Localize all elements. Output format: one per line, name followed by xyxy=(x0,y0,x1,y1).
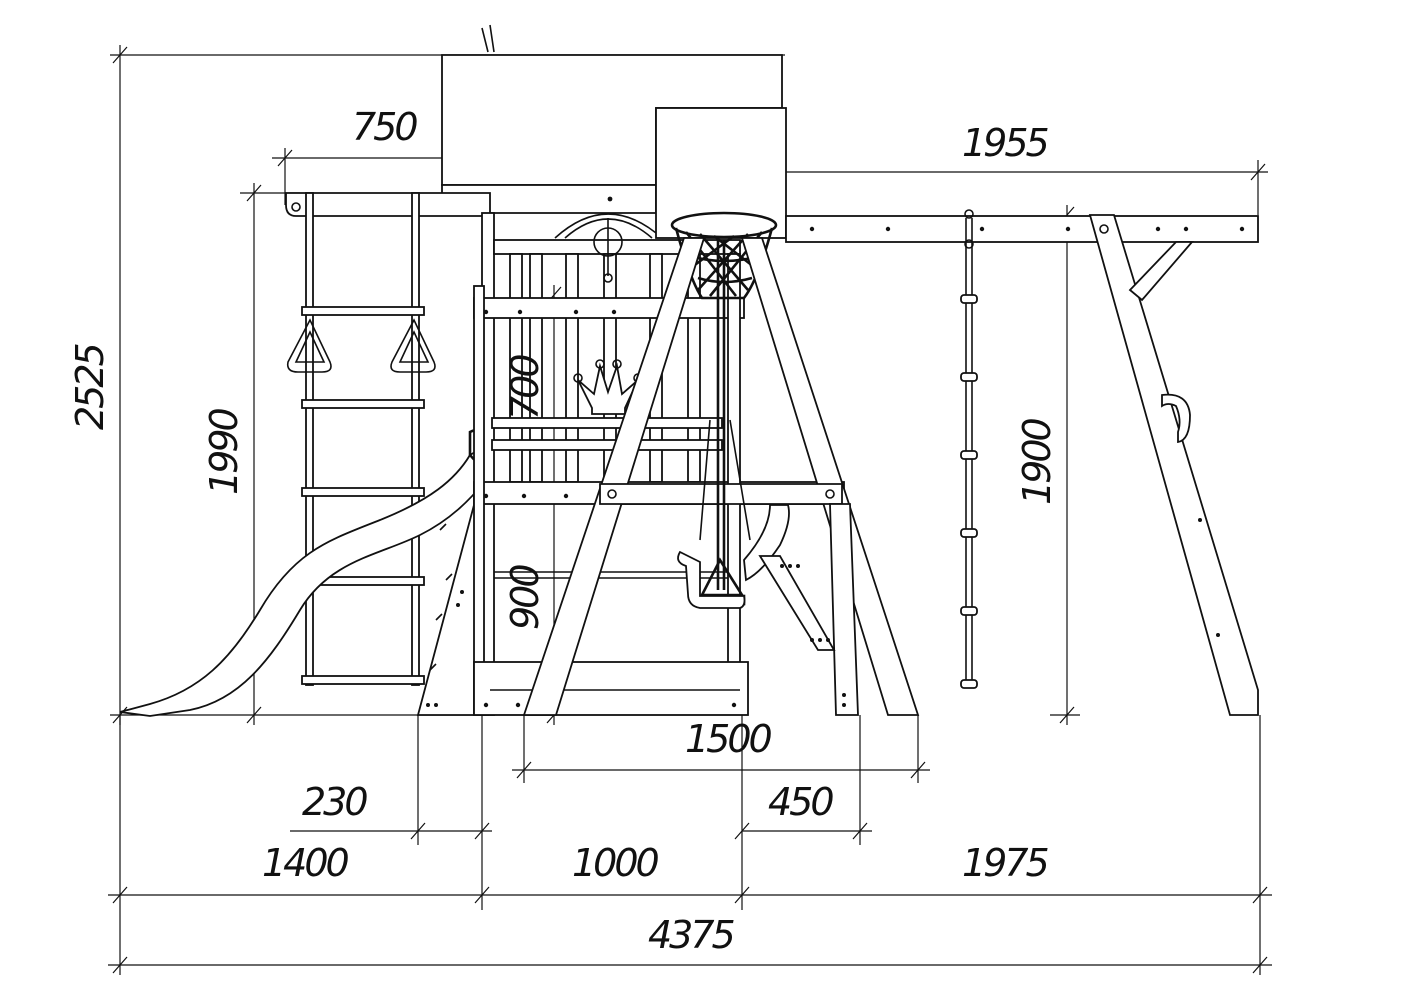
dim-crossbar-length: 1955 xyxy=(962,121,1049,165)
dim-total-width: 4375 xyxy=(648,913,735,957)
climbing-rope xyxy=(960,209,978,689)
crown-emblem xyxy=(573,359,643,415)
dim-right-section: 1975 xyxy=(962,841,1049,885)
dim-total-height: 2525 xyxy=(68,343,112,430)
tower-frame xyxy=(473,212,845,716)
step-ladder xyxy=(758,555,836,651)
dim-deck-height: 900 xyxy=(503,565,547,630)
dim-platform-width: 750 xyxy=(352,105,417,149)
dim-swing-height: 1900 xyxy=(1015,418,1059,505)
monkey-ladder xyxy=(301,192,425,686)
swing-aframe xyxy=(522,237,920,716)
dim-aframe-base: 1500 xyxy=(685,717,772,761)
steering-wheel xyxy=(554,213,663,283)
right-support xyxy=(1088,214,1259,716)
dim-ladder-height: 1990 xyxy=(202,408,246,495)
dim-wall-height: 700 xyxy=(503,355,547,420)
dim-middle-section: 1000 xyxy=(572,841,659,885)
dimension-labels: 2525 750 1955 1990 700 900 1900 1500 450… xyxy=(68,105,1059,957)
gym-rings xyxy=(286,318,436,373)
dim-left-section: 1400 xyxy=(262,841,349,885)
swing-seat xyxy=(677,240,790,609)
dim-offset-230: 230 xyxy=(302,780,367,824)
roof-canopy xyxy=(441,24,783,214)
main-crossbeam xyxy=(785,215,1259,243)
top-beam-left xyxy=(285,192,491,217)
dim-offset-450: 450 xyxy=(768,780,833,824)
